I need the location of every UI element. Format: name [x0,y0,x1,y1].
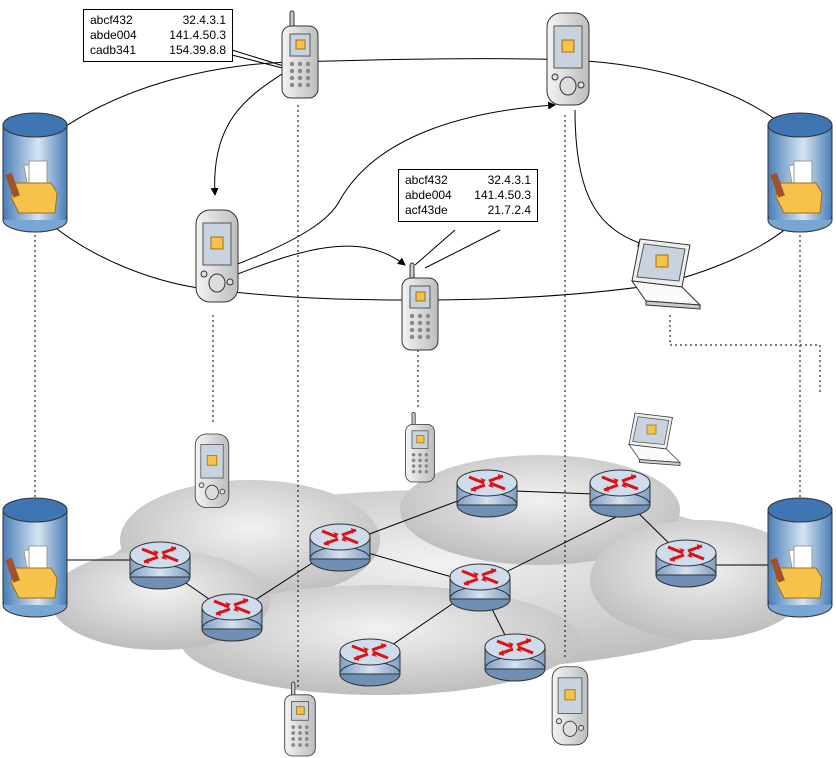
database-icon [767,112,833,233]
pda-icon [195,209,239,303]
cell-phone-icon [284,681,316,757]
router-icon [588,468,652,519]
router-icon [483,632,547,683]
pda-icon [194,433,230,509]
cell-phone-icon [401,262,439,351]
laptop-icon [631,238,701,310]
router-icon [654,538,718,589]
pda-icon [551,666,589,746]
router-icon [448,562,512,613]
pda-icon [546,12,590,106]
router-icon [455,468,519,519]
router-icon [128,540,192,591]
overlay-links [39,49,801,301]
router-icon [308,522,372,573]
cell-phone-icon [405,411,435,483]
router-icon [338,637,402,688]
database-icon [2,112,68,233]
database-icon [767,497,833,618]
cell-phone-icon [281,10,319,99]
database-icon [2,497,68,618]
mapping-lines [34,105,821,690]
router-icon [200,592,264,643]
laptop-icon [628,412,681,466]
